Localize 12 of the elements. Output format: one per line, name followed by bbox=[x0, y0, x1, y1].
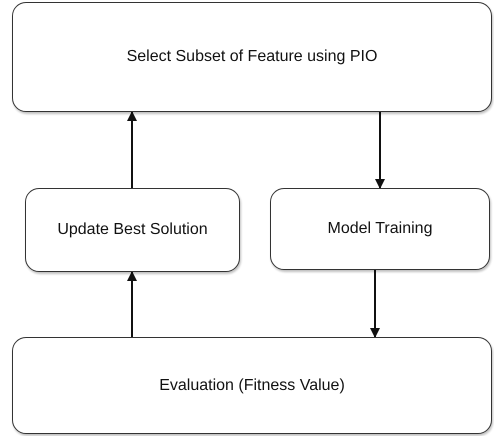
process-box bbox=[270, 188, 490, 270]
process-box bbox=[12, 337, 492, 434]
box-label: Model Training bbox=[328, 220, 432, 238]
arrow bbox=[127, 111, 137, 188]
arrow bbox=[370, 270, 380, 338]
box-label: Select Subset of Feature using PIO bbox=[126, 48, 378, 66]
arrow bbox=[375, 112, 385, 189]
process-box bbox=[12, 2, 492, 112]
box-label: Evaluation (Fitness Value) bbox=[159, 376, 345, 394]
box-label: Update Best Solution bbox=[57, 221, 208, 239]
arrow bbox=[127, 271, 137, 337]
process-box bbox=[25, 188, 240, 272]
